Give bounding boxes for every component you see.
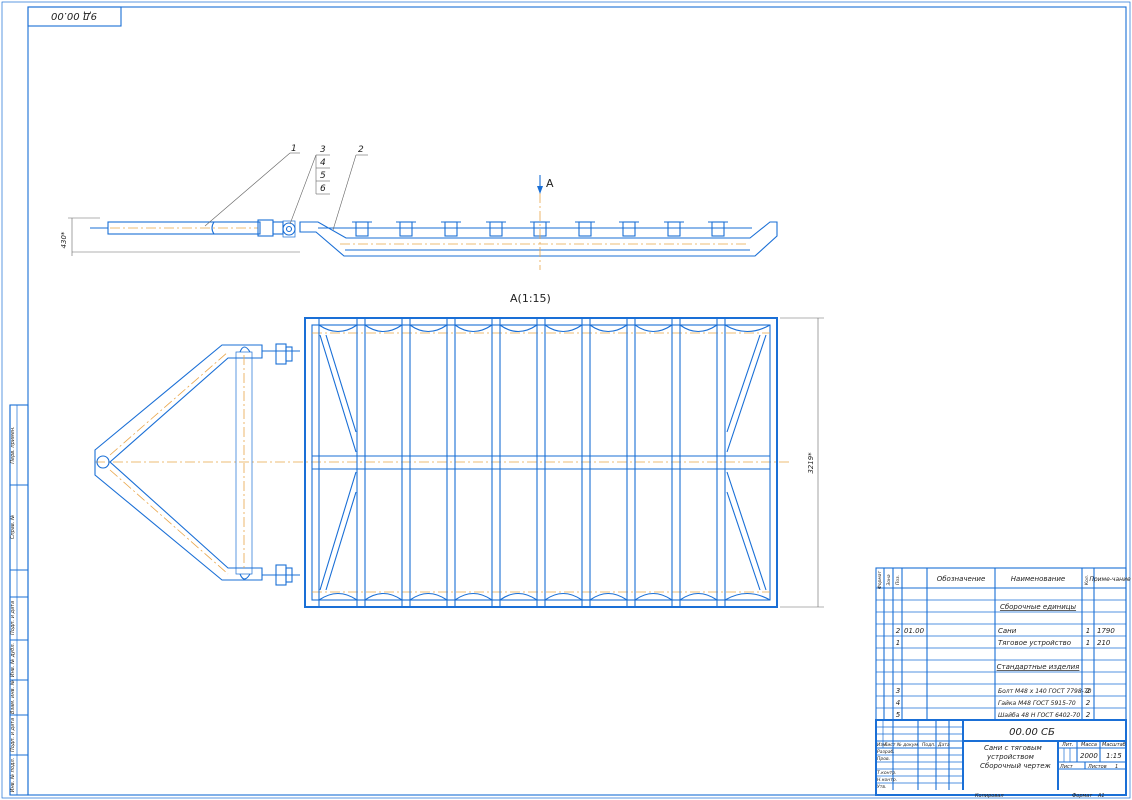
side-stamp: Перв. примен. Справ. № Подп. и дата Инв.… xyxy=(9,404,29,796)
height-dimension: 430* xyxy=(60,231,68,248)
mass-value: 2000 xyxy=(1080,752,1098,760)
sheet-label: Лист xyxy=(1059,764,1074,770)
top-stamp-text: 9Д 00.00 xyxy=(51,10,97,21)
side-stamp-3: Подп. и дата xyxy=(10,601,16,635)
top-stamp-box xyxy=(27,6,122,27)
spec-row-1-note: 1790 xyxy=(1097,627,1115,635)
tb-izm: Изм. xyxy=(877,742,888,748)
callout-4: 4 xyxy=(320,158,326,168)
tb-role-3: Т.контр. xyxy=(877,770,897,776)
side-stamp-7: Инв. № подл. xyxy=(10,758,16,793)
spec-row-1-qty: 1 xyxy=(1086,627,1090,635)
section-arrow-label: A xyxy=(546,177,554,190)
sheets-value: 1 xyxy=(1115,764,1118,770)
scale-label: Масштаб xyxy=(1102,742,1126,748)
cross-members xyxy=(318,317,726,608)
tb-date: Дата xyxy=(937,742,950,748)
tb-role-5: Утв. xyxy=(877,784,886,790)
tb-ndoc: № докум. xyxy=(896,742,919,748)
side-view: A 430* 1 3 4 5 6 2 xyxy=(60,144,778,270)
spec-row-4-name: Гайка М48 ГОСТ 5915-70 xyxy=(998,700,1076,707)
spec-row-3-qty: 2 xyxy=(1086,687,1091,695)
lit-label: Лит. xyxy=(1061,742,1074,748)
title-block: 00.00 СБ Сани с тяговым устройством Сбор… xyxy=(875,719,1127,796)
callout-3: 3 xyxy=(320,145,326,155)
title-name-3: Сборочный чертеж xyxy=(980,762,1051,770)
spec-row-1-pos: 2 xyxy=(896,627,901,635)
spec-section-standard: Стандартные изделия xyxy=(997,663,1080,671)
spec-header-zone: Зона xyxy=(886,574,892,586)
side-stamp-6: Подп. и дата xyxy=(10,718,16,752)
spec-row-3-name: Болт М48 х 140 ГОСТ 7798-70 xyxy=(998,688,1092,695)
mass-label: Масса xyxy=(1081,742,1097,748)
callout-5: 5 xyxy=(320,171,326,181)
spec-row-4-qty: 2 xyxy=(1086,699,1091,707)
sheet-inner-frame xyxy=(27,6,1127,796)
spec-header-qty: Кол. xyxy=(1084,575,1090,585)
spec-header-pos: Поз. xyxy=(895,575,901,585)
spec-header-note: Приме-чание xyxy=(1089,576,1131,583)
spec-header-designation: Обозначение xyxy=(937,575,986,583)
callout-2: 2 xyxy=(358,145,364,155)
scale-value: 1:15 xyxy=(1106,752,1122,760)
side-stamp-5: Взам. инв. № xyxy=(10,680,16,714)
format-value: А1 xyxy=(1097,793,1105,799)
callout-6: 6 xyxy=(320,184,326,194)
view-title: A(1:15) xyxy=(510,292,551,305)
spec-row-5-name: Шайба 48 Н ГОСТ 6402-70 xyxy=(998,712,1080,719)
spec-row-2-qty: 1 xyxy=(1086,639,1090,647)
callout-1: 1 xyxy=(291,144,297,154)
spec-row-3-pos: 3 xyxy=(896,687,900,695)
tb-role-1: Разраб. xyxy=(877,749,895,755)
tb-role-4: Н.контр. xyxy=(877,777,897,783)
tb-list: Лист xyxy=(883,742,896,748)
spec-header-name: Наименование xyxy=(1011,575,1065,583)
format-label: Формат xyxy=(1072,793,1093,799)
spec-row-2-note: 210 xyxy=(1097,639,1111,647)
spec-row-1-name: Сани xyxy=(998,627,1017,635)
title-name-1: Сани с тяговым xyxy=(984,744,1043,752)
designation: 00.00 СБ xyxy=(1009,727,1055,738)
width-dimension: 3219* xyxy=(807,452,815,474)
spec-row-5-pos: 5 xyxy=(896,711,901,719)
spec-section-assemblies: Сборочные единицы xyxy=(1000,603,1077,611)
spec-table: Формат Зона Поз. Обозначение Наименовани… xyxy=(875,567,1131,721)
spec-row-1-code: 01.00 xyxy=(904,627,925,635)
side-stamp-2: Справ. № xyxy=(10,515,16,539)
spec-header-format: Формат xyxy=(877,570,883,589)
sheets-label: Листов xyxy=(1087,764,1107,770)
tb-role-2: Пров. xyxy=(877,756,890,762)
spec-row-5-qty: 2 xyxy=(1086,711,1091,719)
spec-row-2-name: Тяговое устройство xyxy=(998,639,1071,647)
copied-label: Копировал xyxy=(975,793,1004,799)
plan-view: 3219* xyxy=(94,317,824,608)
spec-row-2-pos: 1 xyxy=(896,639,900,647)
tb-podp: Подп. xyxy=(922,742,936,748)
side-stamp-4: Инв. № дубл. xyxy=(10,643,16,677)
title-name-2: устройством xyxy=(986,753,1035,761)
spec-row-4-pos: 4 xyxy=(896,699,900,707)
side-stamp-1: Перв. примен. xyxy=(10,426,16,464)
